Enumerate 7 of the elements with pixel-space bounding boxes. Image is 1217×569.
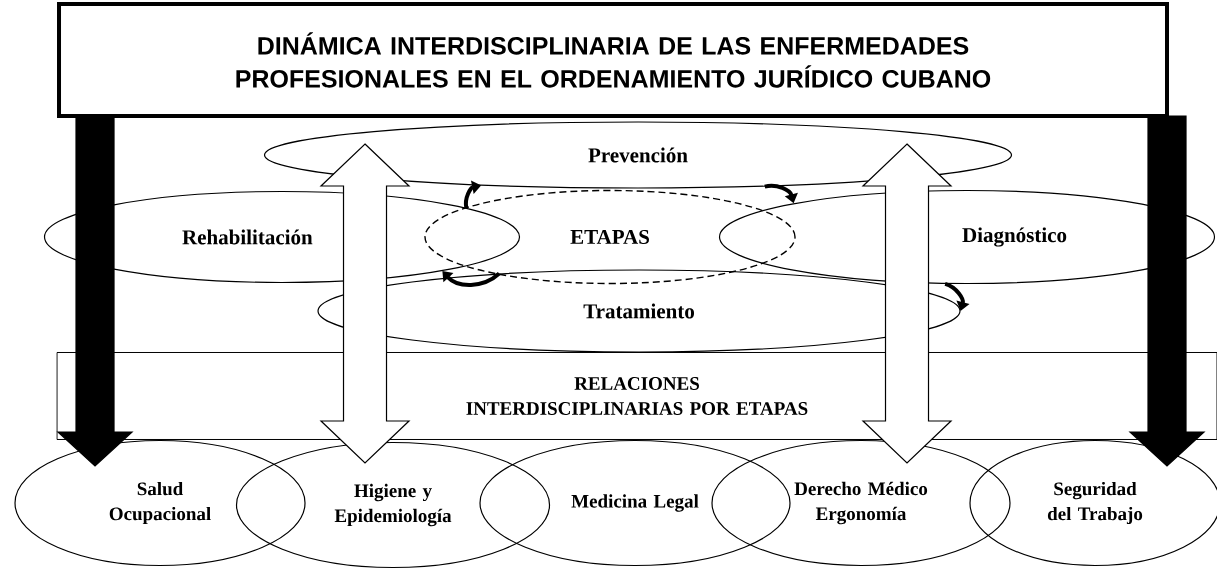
block-arrow xyxy=(861,143,953,464)
title-box: DINÁMICA INTERDISCIPLINARIA DE LAS ENFERMEDADES PROFESIONALES EN EL ORDENAMIENTO JURÍDICO CUBANO xyxy=(57,2,1169,118)
curved-arrow xyxy=(442,271,501,287)
block-arrow xyxy=(56,115,134,467)
block-arrow xyxy=(319,143,411,464)
block-arrow xyxy=(1128,115,1206,467)
curved-arrow xyxy=(944,282,970,311)
